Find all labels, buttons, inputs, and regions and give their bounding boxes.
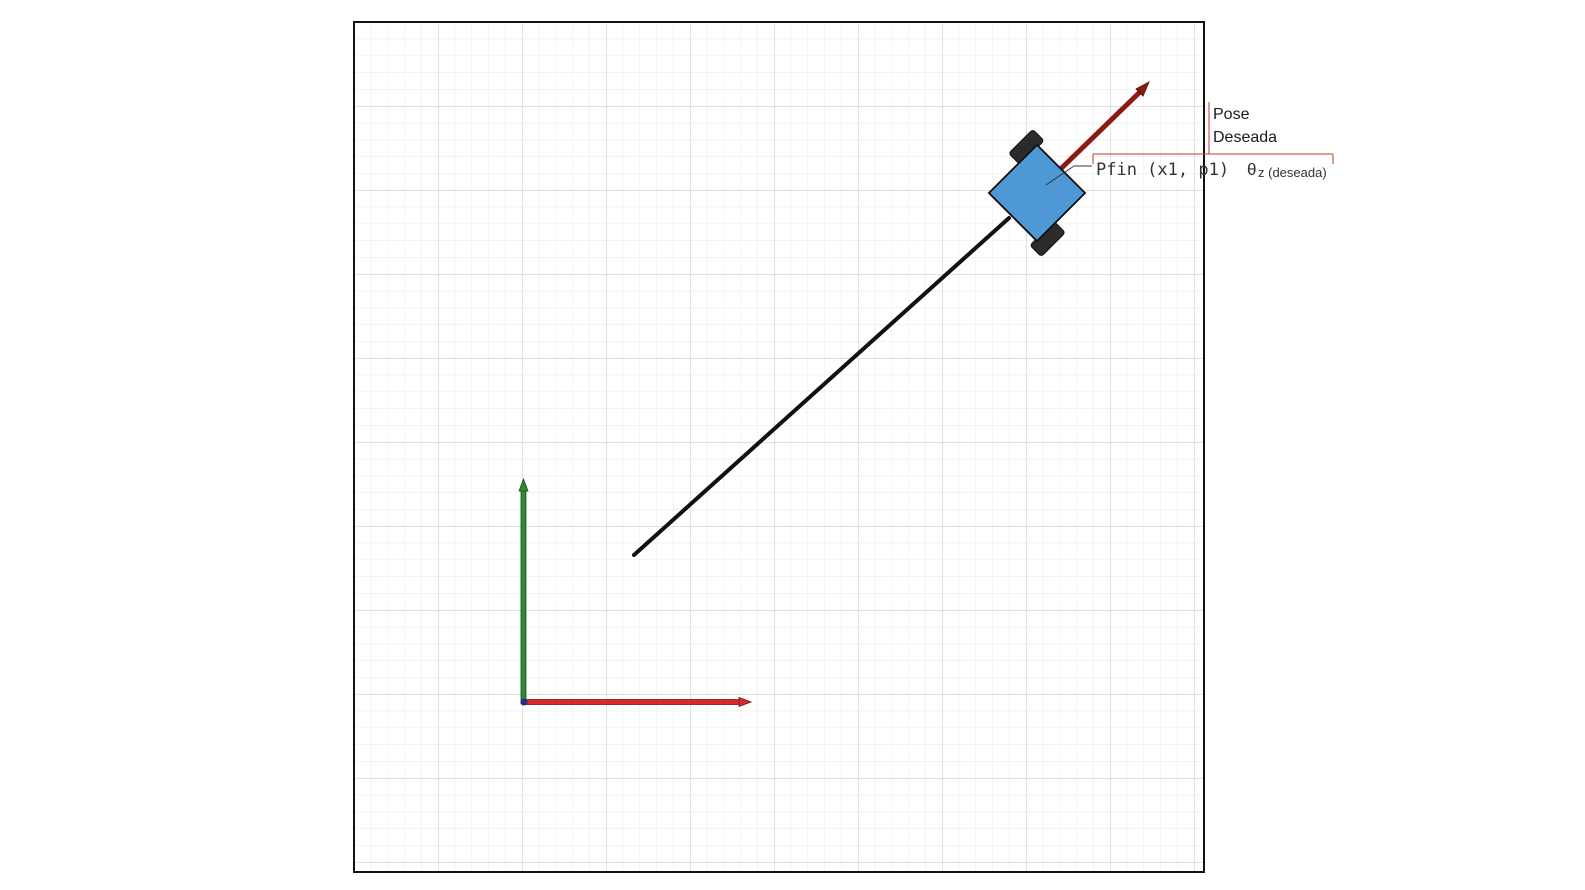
- label-bracket: [1092, 102, 1334, 164]
- grid-border: [353, 21, 1205, 873]
- robot-body: [987, 143, 1087, 243]
- label-leader-line: [1045, 165, 1075, 186]
- robot: [987, 130, 1087, 256]
- grid-panel: [353, 21, 1205, 873]
- pose-title-line1: Pose: [1213, 106, 1250, 123]
- pose-title-line2: Deseada: [1213, 129, 1277, 146]
- theta-symbol: θ: [1247, 160, 1256, 179]
- point-label: Pfin (x1, p1): [1096, 160, 1229, 180]
- world-frame: [518, 477, 753, 708]
- trajectory-line: [632, 216, 1011, 557]
- theta-subscript: z (deseada): [1258, 165, 1327, 180]
- origin-dot: [520, 698, 528, 706]
